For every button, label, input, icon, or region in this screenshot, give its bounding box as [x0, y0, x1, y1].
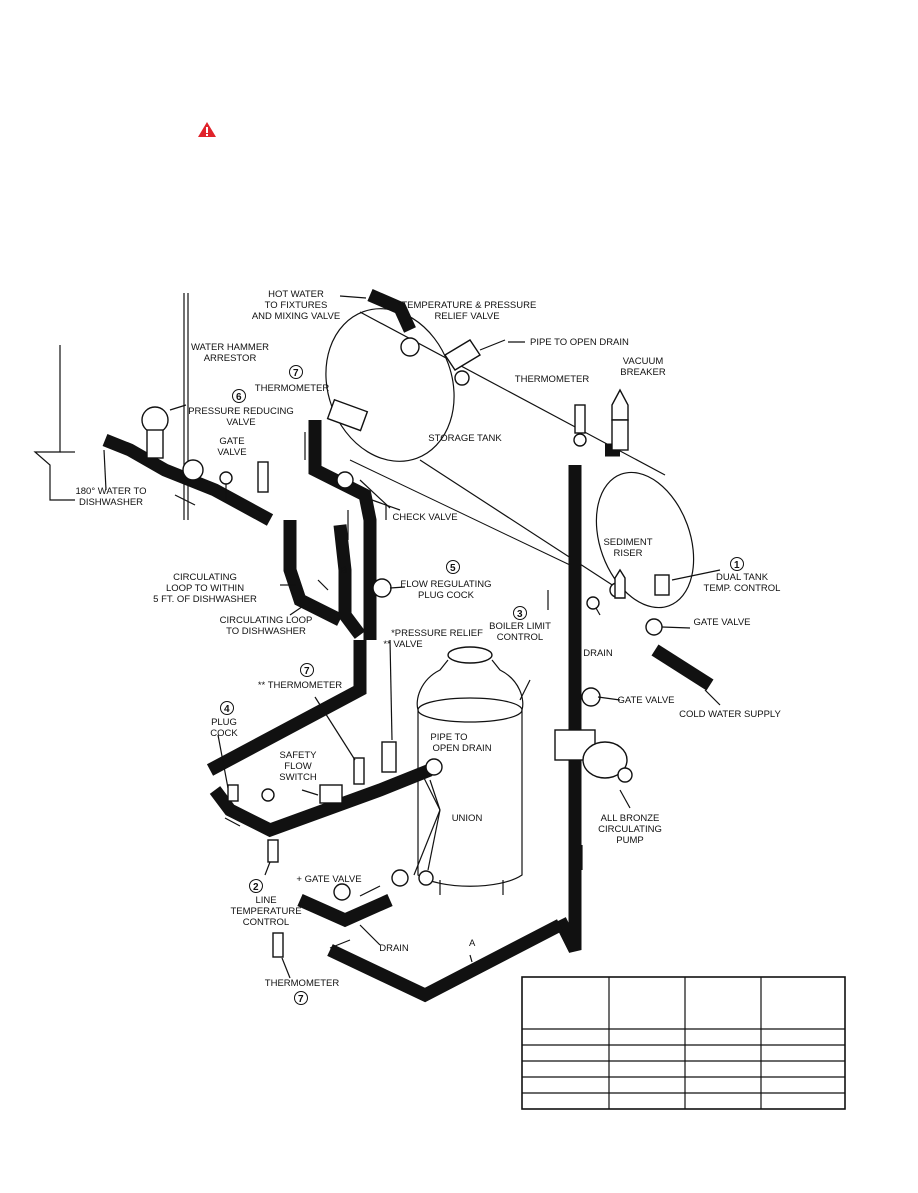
label-hot-water-3: AND MIXING VALVE [252, 311, 340, 322]
callout-7-bottom: 7 [298, 994, 304, 1005]
label-water-hammer-1: WATER HAMMER [191, 342, 269, 353]
label-thermometer-7-top: THERMOMETER [255, 383, 330, 394]
label-safety-flow-1: SAFETY [280, 750, 318, 761]
fittings [141, 337, 670, 958]
label-thermometer-mid: ** THERMOMETER [258, 680, 342, 691]
label-flow-regulating-1: FLOW REGULATING [400, 579, 491, 590]
label-circ-loop-dishwasher-1: CIRCULATING LOOP [220, 615, 313, 626]
label-water-to-dishwasher-2: DISHWASHER [79, 497, 143, 508]
callout-7-mid: 7 [304, 666, 310, 677]
label-dual-tank-1: DUAL TANK [716, 572, 769, 583]
callout-4: 4 [224, 704, 230, 715]
label-letter-a: A [469, 938, 476, 949]
label-water-hammer-2: ARRESTOR [204, 353, 257, 364]
callout-5: 5 [450, 563, 456, 574]
label-circ-loop-within-3: 5 FT. OF DISHWASHER [153, 594, 257, 605]
label-drain-bottom: DRAIN [379, 943, 409, 954]
pipe-network [102, 289, 714, 1003]
label-pipe-open-drain-mid-1: PIPE TO [430, 732, 467, 743]
callout-circle [294, 991, 308, 1005]
leader-lines [103, 295, 721, 979]
callout-circle [446, 560, 460, 574]
label-circ-loop-dishwasher-2: TO DISHWASHER [226, 626, 306, 637]
label-hot-water-2: TO FIXTURES [265, 300, 328, 311]
callouts: 7 6 1 5 3 7 4 2 7 [220, 365, 744, 1005]
label-gate-valve-left-2: VALVE [217, 447, 246, 458]
callout-2: 2 [253, 882, 259, 893]
label-gate-valve-pump: GATE VALVE [617, 695, 674, 706]
label-drain-right: DRAIN [583, 648, 613, 659]
callout-circle [220, 701, 234, 715]
callout-circle [249, 879, 263, 893]
label-circulating-pump-3: PUMP [616, 835, 643, 846]
label-circ-loop-within-2: LOOP TO WITHIN [166, 583, 244, 594]
label-dual-tank-2: TEMP. CONTROL [704, 583, 781, 594]
label-storage-tank: STORAGE TANK [428, 433, 502, 444]
label-thermometer-right: THERMOMETER [515, 374, 590, 385]
label-check-valve: CHECK VALVE [392, 512, 457, 523]
label-flow-regulating-2: PLUG COCK [418, 590, 475, 601]
label-tp-relief-2: RELIEF VALVE [434, 311, 499, 322]
label-sediment-riser-2: RISER [613, 548, 642, 559]
label-line-temp-3: CONTROL [243, 917, 289, 928]
label-boiler-limit-1: BOILER LIMIT [489, 621, 551, 632]
callout-3: 3 [517, 609, 523, 620]
label-circulating-pump-1: ALL BRONZE [601, 813, 660, 824]
labels: HOT WATER TO FIXTURES AND MIXING VALVE *… [75, 289, 781, 989]
label-plug-cock-1: PLUG [211, 717, 237, 728]
label-pressure-relief-2: ** VALVE [383, 639, 422, 650]
label-safety-flow-3: SWITCH [279, 772, 317, 783]
callout-7-top: 7 [293, 368, 299, 379]
warning-triangle-icon [198, 122, 216, 137]
callout-circle [730, 557, 744, 571]
label-letter-b: B [341, 565, 347, 576]
label-vacuum-breaker-1: VACUUM [623, 356, 664, 367]
label-water-to-dishwasher-1: 180° WATER TO [75, 486, 146, 497]
label-gate-valve-left-1: GATE [219, 436, 244, 447]
label-boiler-limit-2: CONTROL [497, 632, 543, 643]
label-gate-valve-bottom: + GATE VALVE [296, 874, 361, 885]
label-union: UNION [452, 813, 483, 824]
label-pressure-relief-1: *PRESSURE RELIEF [391, 628, 483, 639]
label-line-temp-2: TEMPERATURE [230, 906, 301, 917]
label-pressure-reducing-2: VALVE [226, 417, 255, 428]
label-hot-water-1: HOT WATER [268, 289, 324, 300]
callout-circle [513, 606, 527, 620]
label-line-temp-1: LINE [255, 895, 276, 906]
label-vacuum-breaker-2: BREAKER [620, 367, 666, 378]
label-pressure-reducing-1: PRESSURE REDUCING [188, 406, 294, 417]
callout-circle [300, 663, 314, 677]
label-gate-valve-right: GATE VALVE [693, 617, 750, 628]
callout-circle [289, 365, 303, 379]
label-cold-water-supply: COLD WATER SUPPLY [679, 709, 781, 720]
label-circ-loop-within-1: CIRCULATING [173, 572, 237, 583]
callout-1: 1 [734, 560, 740, 571]
label-pipe-open-drain-mid-2: OPEN DRAIN [432, 743, 491, 754]
data-table [521, 976, 846, 1110]
label-sediment-riser-1: SEDIMENT [603, 537, 652, 548]
label-safety-flow-2: FLOW [284, 761, 311, 772]
label-circulating-pump-2: CIRCULATING [598, 824, 662, 835]
boiler [416, 646, 524, 895]
label-thermometer-bottom: THERMOMETER [265, 978, 340, 989]
label-tp-relief-1: *TEMPERATURE & PRESSURE [398, 300, 537, 311]
label-pipe-open-drain-top: PIPE TO OPEN DRAIN [530, 337, 629, 348]
label-plug-cock-2: COCK [210, 728, 238, 739]
callout-circle [232, 389, 246, 403]
callout-6: 6 [236, 392, 242, 403]
